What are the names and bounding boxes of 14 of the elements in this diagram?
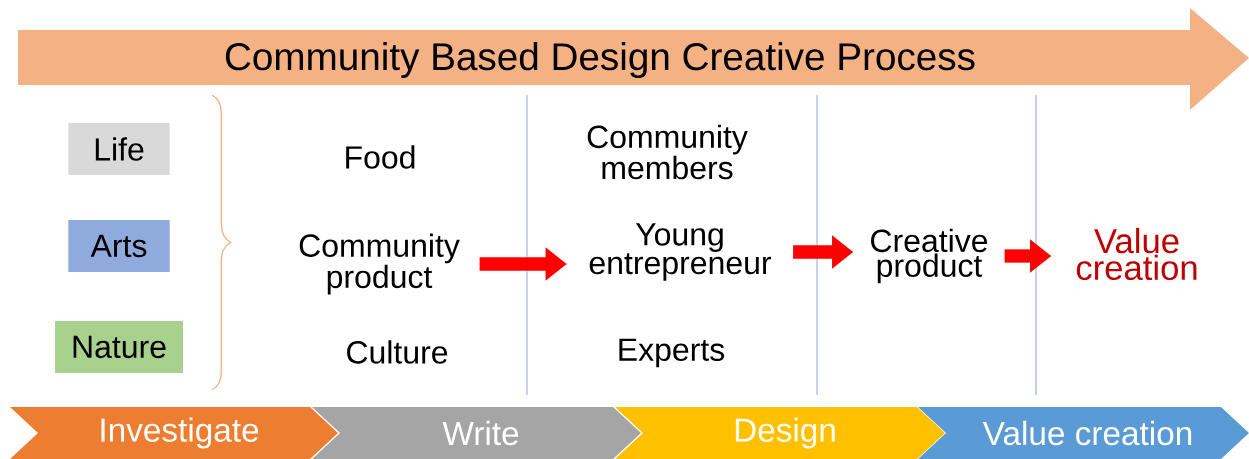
step-text: Young entrepreneur (589, 223, 772, 281)
result-text: Value creation (1076, 227, 1197, 281)
process-step: Write (312, 407, 641, 459)
step-text: Community product (299, 233, 460, 295)
item-text: Food (346, 145, 415, 169)
process-step: Investigate (10, 407, 338, 459)
process-step: Value creation (918, 407, 1249, 459)
category-box: Arts (68, 220, 170, 272)
item-text: Culture (347, 340, 448, 364)
category-box: Nature (55, 321, 183, 373)
step-text: Creative product (871, 228, 988, 284)
item-text: Experts (619, 338, 725, 368)
category-box: Life (68, 123, 170, 175)
process-step: Design (615, 407, 945, 459)
